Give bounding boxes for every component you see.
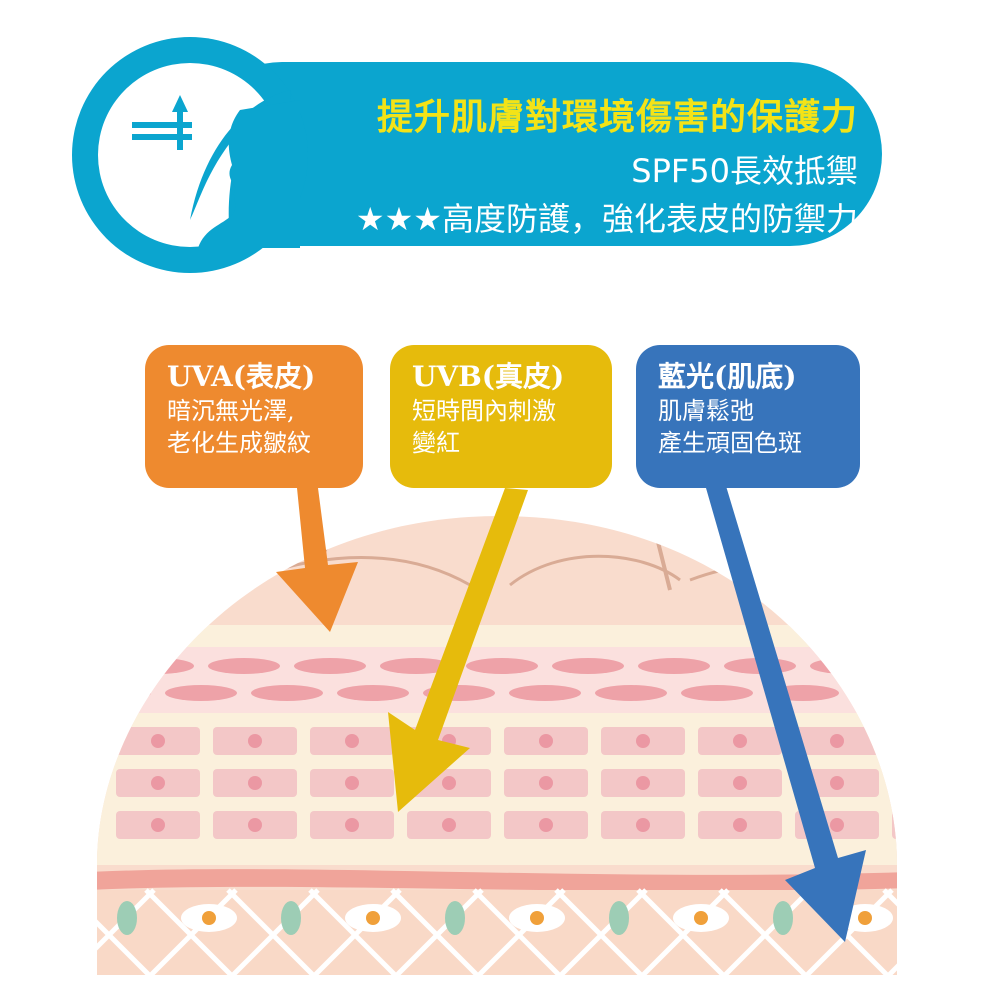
cell-nucleus <box>733 818 747 832</box>
uva-arrow <box>276 488 358 632</box>
blue-light-heading: 藍光(肌底) <box>658 360 797 393</box>
skin-cell <box>892 811 897 839</box>
pattern-line <box>966 890 994 980</box>
banner-line2: ★★★高度防護，強化表皮的防禦力 <box>355 200 858 238</box>
cell-nucleus <box>539 776 553 790</box>
green-cell <box>117 901 137 935</box>
cell-oval <box>509 685 581 701</box>
cell-oval <box>595 685 667 701</box>
blue-light-arrow <box>706 486 866 942</box>
cell-oval <box>208 658 280 674</box>
uva-heading: UVA(表皮) <box>167 360 316 393</box>
cell-nucleus <box>927 818 941 832</box>
pattern-line <box>882 888 897 975</box>
banner-title: 提升肌膚對環境傷害的保護力 <box>376 97 858 138</box>
skin-diagram <box>0 516 994 980</box>
cell-nucleus <box>830 818 844 832</box>
cell-nucleus <box>539 734 553 748</box>
cell-oval <box>853 685 897 701</box>
cell-nucleus <box>345 734 359 748</box>
green-cell <box>609 901 629 935</box>
uva-line: 暗沉無光澤, <box>167 397 295 425</box>
cell-oval <box>466 658 538 674</box>
uvb-box: UVB(真皮) 短時間內刺激 變紅 <box>390 345 612 488</box>
cell-nucleus <box>151 818 165 832</box>
cell-oval <box>251 685 323 701</box>
cell-nucleus <box>248 776 262 790</box>
cell-oval <box>165 685 237 701</box>
cell-oval <box>810 658 882 674</box>
cell-nucleus <box>733 776 747 790</box>
orange-dot <box>530 911 544 925</box>
pattern-line <box>0 890 72 980</box>
cell-nucleus <box>636 734 650 748</box>
pattern-line <box>226 888 320 975</box>
orange-dot <box>694 911 708 925</box>
face-leaf-icon <box>132 90 300 248</box>
blue-light-box: 藍光(肌底) 肌膚鬆弛 產生頑固色斑 <box>636 345 860 488</box>
cell-oval <box>896 658 897 674</box>
pattern-line <box>718 888 812 975</box>
pattern-line <box>966 890 994 980</box>
cell-nucleus <box>442 818 456 832</box>
orange-dot <box>858 911 872 925</box>
cell-nucleus <box>927 734 941 748</box>
cell-nucleus <box>830 734 844 748</box>
pattern-line <box>144 888 238 975</box>
blue-light-line: 肌膚鬆弛 <box>658 397 754 425</box>
orange-dot <box>202 911 216 925</box>
cell-nucleus <box>151 734 165 748</box>
cell-nucleus <box>442 776 456 790</box>
green-cell <box>445 901 465 935</box>
cell-oval <box>638 658 710 674</box>
cell-oval <box>380 658 452 674</box>
pattern-line <box>882 888 897 975</box>
uvb-line: 變紅 <box>412 429 460 457</box>
orange-dot <box>366 911 380 925</box>
pattern-line <box>390 888 484 975</box>
skin-cell <box>892 769 897 797</box>
pattern-line <box>472 888 566 975</box>
uvb-arrow <box>388 488 528 812</box>
pattern-line <box>800 888 894 975</box>
uva-box: UVA(表皮) 暗沉無光澤, 老化生成皺紋 <box>145 345 363 488</box>
cell-oval <box>337 685 409 701</box>
cell-oval <box>122 658 194 674</box>
cell-nucleus <box>248 818 262 832</box>
skin-cell <box>892 727 897 755</box>
cell-nucleus <box>345 776 359 790</box>
cell-nucleus <box>733 734 747 748</box>
cell-nucleus <box>636 818 650 832</box>
uvb-heading: UVB(真皮) <box>412 360 565 393</box>
banner-line1: SPF50長效抵禦 <box>631 152 858 190</box>
green-cell <box>773 901 793 935</box>
cell-oval <box>552 658 624 674</box>
cell-oval <box>681 685 753 701</box>
cell-nucleus <box>248 734 262 748</box>
pattern-line <box>97 888 156 975</box>
cell-nucleus <box>345 818 359 832</box>
cell-oval <box>97 685 151 701</box>
cell-nucleus <box>539 818 553 832</box>
blue-light-line: 產生頑固色斑 <box>658 429 802 457</box>
cell-nucleus <box>830 776 844 790</box>
pattern-line <box>636 888 730 975</box>
cell-nucleus <box>151 776 165 790</box>
uva-line: 老化生成皺紋 <box>167 429 311 457</box>
pattern-line <box>0 890 72 980</box>
green-cell <box>281 901 301 935</box>
cell-oval <box>294 658 366 674</box>
pattern-line <box>308 888 402 975</box>
uvb-line: 短時間內刺激 <box>412 397 556 425</box>
cell-nucleus <box>927 776 941 790</box>
pattern-line <box>554 888 648 975</box>
cell-nucleus <box>636 776 650 790</box>
